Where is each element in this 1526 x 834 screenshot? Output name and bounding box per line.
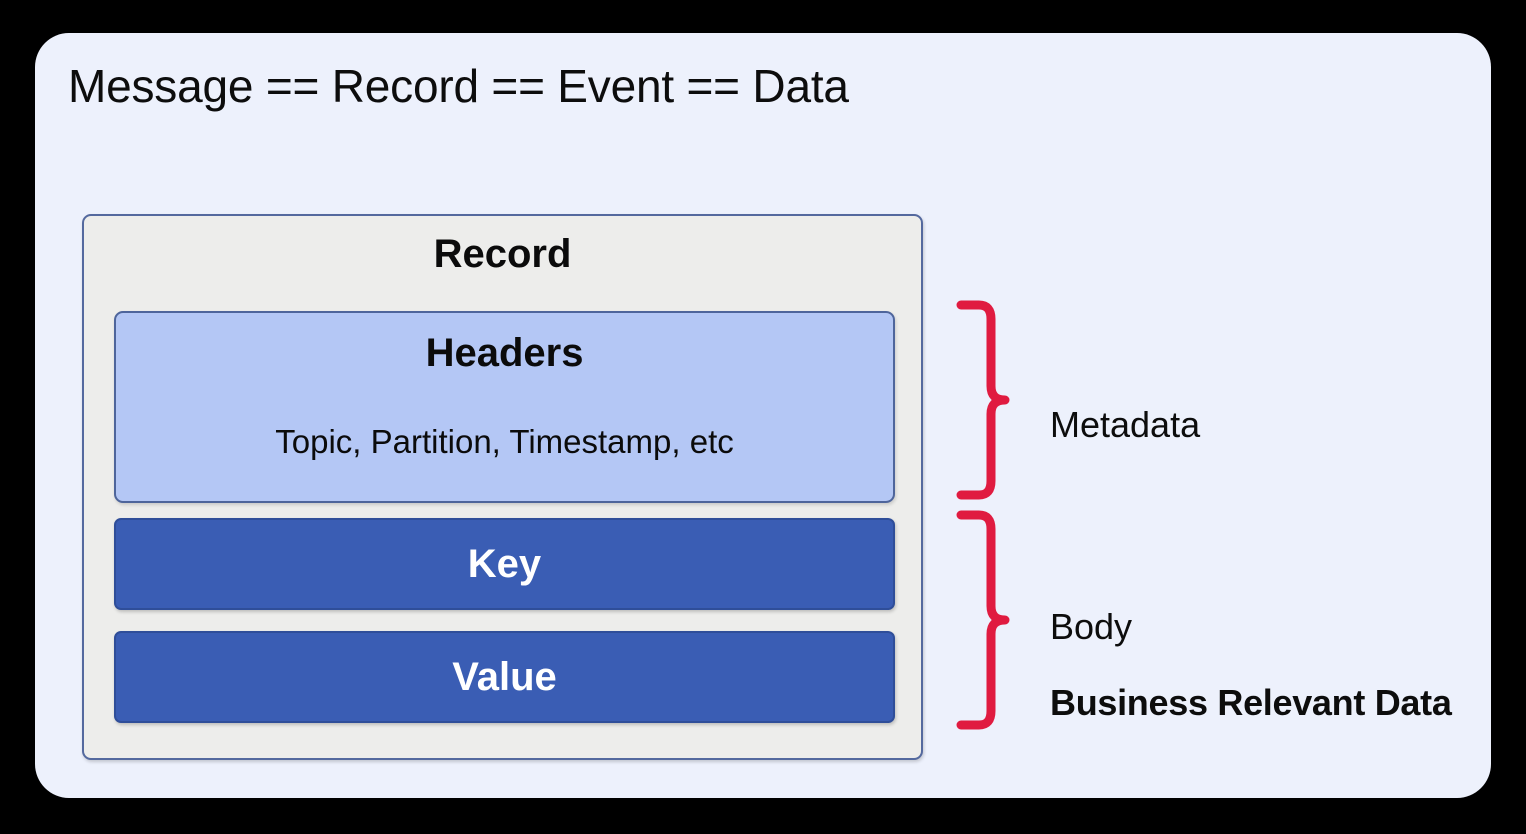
metadata-label: Metadata [1050,404,1201,445]
key-label: Key [467,541,542,586]
headers-subtitle: Topic, Partition, Timestamp, etc [275,423,734,460]
record-label: Record [433,232,572,276]
headers-title: Headers [425,331,584,375]
body-description-label: Business Relevant Data [1050,682,1452,723]
value-label: Value [452,654,557,699]
value-section: Value [114,631,895,723]
body-brace-icon [955,510,1011,730]
slide-card: Message == Record == Event == Data Recor… [35,33,1491,798]
body-label: Body [1050,606,1133,647]
metadata-brace-icon [955,300,1011,500]
record-box: Record Headers Topic, Partition, Timesta… [82,214,923,760]
headers-section: Headers Topic, Partition, Timestamp, etc [114,311,895,503]
page-title: Message == Record == Event == Data [68,60,849,112]
key-section: Key [114,518,895,610]
